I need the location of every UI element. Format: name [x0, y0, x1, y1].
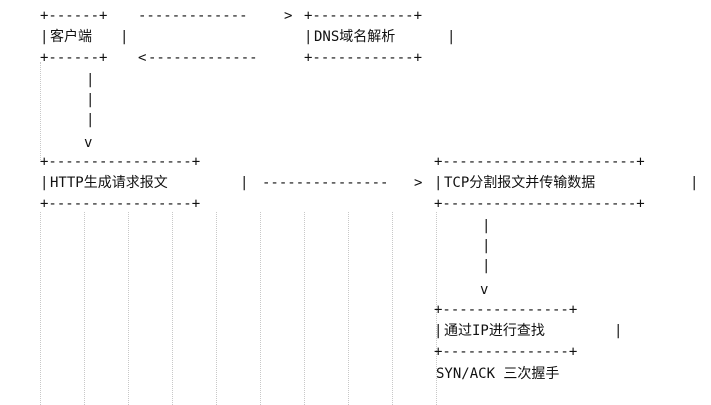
tcp-box-right-edge: | — [690, 175, 699, 191]
http-box-left-edge: | — [40, 175, 49, 191]
dns-request-arrow-head: > — [284, 8, 293, 24]
client-box-top: +------+ — [40, 8, 108, 24]
dns-request-arrow-line: ------------- — [138, 8, 248, 24]
guide-line — [40, 212, 41, 405]
guide-line — [260, 212, 261, 405]
client-box-right-edge: | — [120, 29, 129, 45]
guide-line — [436, 212, 437, 405]
guide-line — [392, 212, 393, 405]
http-box-bottom: +-----------------+ — [40, 196, 201, 212]
ip-box-bottom: +---------------+ — [434, 344, 578, 360]
handshake-note: SYN/ACK 三次握手 — [436, 366, 560, 382]
client-box-bottom: +------+ — [40, 50, 108, 66]
ip-box-top: +---------------+ — [434, 302, 578, 318]
guide-line — [216, 212, 217, 405]
http-to-tcp-arrow-line: --------------- — [262, 175, 389, 191]
ip-box-left-edge: | — [434, 323, 443, 339]
dns-box-bottom: +------------+ — [304, 50, 423, 66]
client-box-left-edge: | — [40, 29, 49, 45]
guide-line — [172, 212, 173, 405]
tcp-to-ip-arrow-line: | | | — [482, 218, 491, 274]
http-box-right-edge: | — [240, 175, 249, 191]
http-box-top: +-----------------+ — [40, 154, 201, 170]
client-node-label: 客户端 — [50, 29, 92, 45]
http-to-tcp-arrow-head: > — [414, 175, 423, 191]
dns-box-top: +------------+ — [304, 8, 423, 24]
ip-box-right-edge: | — [614, 323, 623, 339]
dns-response-arrow-line: ------------- — [148, 50, 258, 66]
guide-line — [304, 212, 305, 405]
tcp-node-label: TCP分割报文并传输数据 — [444, 175, 596, 191]
guide-line — [84, 212, 85, 405]
dns-response-arrow-head: < — [138, 50, 147, 66]
guide-line — [128, 212, 129, 405]
guide-line — [348, 212, 349, 405]
tcp-to-ip-arrow-head: v — [480, 282, 489, 298]
client-to-http-arrow-head: v — [84, 135, 93, 151]
dns-node-label: DNS域名解析 — [314, 29, 396, 45]
tcp-box-bottom: +-----------------------+ — [434, 196, 645, 212]
http-node-label: HTTP生成请求报文 — [50, 175, 168, 191]
tcp-box-top: +-----------------------+ — [434, 154, 645, 170]
ip-node-label: 通过IP进行查找 — [444, 323, 545, 339]
tcp-box-left-edge: | — [434, 175, 443, 191]
dns-box-left-edge: | — [304, 29, 313, 45]
client-to-http-arrow-line: | | | — [86, 72, 95, 128]
dns-box-right-edge: | — [447, 29, 456, 45]
guide-line — [40, 62, 41, 162]
